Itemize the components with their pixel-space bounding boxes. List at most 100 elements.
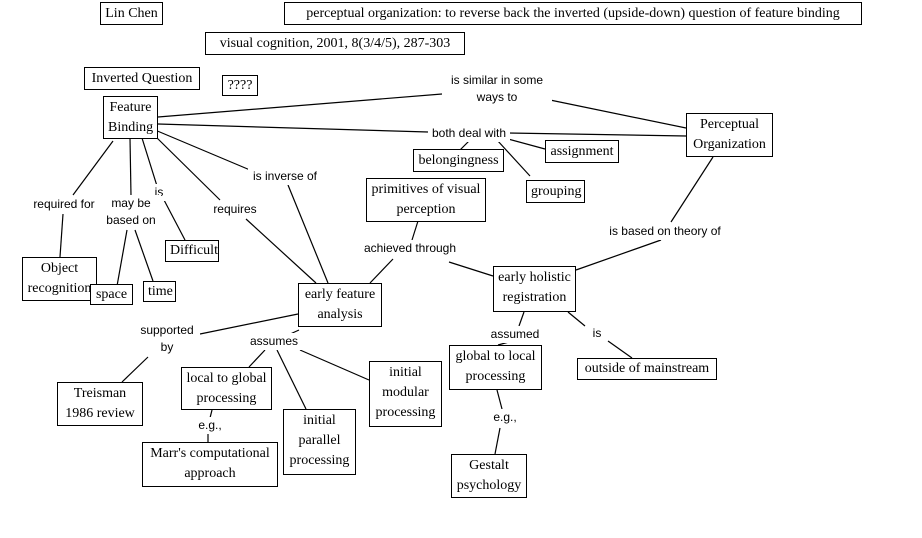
perceptual-organization-node[interactable]: Perceptual Organization	[686, 113, 773, 157]
link-label-is-based-on-theory: is based on theory of	[602, 223, 728, 240]
link-label-is-inverse-of: is inverse of	[248, 168, 322, 185]
time-text: time	[148, 284, 173, 299]
grouping-text: grouping	[531, 184, 582, 199]
link-label-eg-1: e.g.,	[193, 417, 227, 434]
link-label-eg-2: e.g.,	[488, 409, 522, 426]
link-label-both-deal-with-text: both deal with	[431, 126, 507, 140]
connector	[248, 349, 266, 368]
author-node[interactable]: Lin Chen	[100, 2, 163, 25]
space-node[interactable]: space	[90, 284, 133, 305]
connector	[154, 135, 221, 201]
difficult-node[interactable]: Difficult	[165, 240, 219, 262]
link-label-is-2: is	[588, 325, 606, 342]
perceptual-organization-line-1: Perceptual	[699, 117, 760, 132]
initial-modular-node[interactable]: initial modular processing	[369, 361, 442, 427]
initial-modular-line-2: modular	[382, 385, 429, 400]
belongingness-node[interactable]: belongingness	[413, 149, 504, 172]
link-label-both-deal-with: both deal with	[428, 125, 510, 142]
connector	[129, 137, 132, 197]
space-text: space	[95, 287, 128, 302]
initial-parallel-line-3: processing	[289, 453, 350, 468]
link-label-is-text: is	[154, 185, 164, 199]
early-holistic-registration-node[interactable]: early holistic registration	[493, 266, 576, 312]
connector	[157, 123, 429, 133]
link-label-achieved-through-text: achieved through	[363, 241, 457, 255]
connector	[299, 349, 370, 381]
connector	[121, 356, 149, 383]
connector	[518, 311, 525, 327]
connector	[448, 261, 494, 277]
initial-parallel-line-2: parallel	[298, 433, 341, 448]
connector	[670, 156, 714, 223]
link-label-supported-by: supported by	[134, 322, 200, 356]
primitives-line-2: perception	[396, 202, 456, 217]
link-label-may-be-based-on-line-1: may be	[111, 196, 151, 210]
title-text: perceptual organization: to reverse back…	[306, 6, 840, 21]
primitives-node[interactable]: primitives of visual perception	[366, 178, 486, 222]
link-label-achieved-through: achieved through	[358, 240, 462, 257]
connector	[59, 213, 64, 258]
citation-node[interactable]: visual cognition, 2001, 8(3/4/5), 287-30…	[205, 32, 465, 55]
inverted-question-text: Inverted Question	[91, 71, 193, 86]
connector	[287, 184, 329, 284]
early-feature-analysis-node[interactable]: early feature analysis	[298, 283, 382, 327]
marr-node[interactable]: Marr's computational approach	[142, 442, 278, 487]
link-label-may-be-based-on-line-2: based on	[106, 213, 156, 227]
initial-modular-line-1: initial	[389, 365, 422, 380]
gestalt-line-1: Gestalt	[469, 458, 509, 473]
gestalt-line-2: psychology	[456, 478, 522, 493]
gestalt-node[interactable]: Gestalt psychology	[451, 454, 527, 498]
connector	[116, 229, 128, 287]
initial-parallel-node[interactable]: initial parallel processing	[283, 409, 356, 475]
treisman-node[interactable]: Treisman 1986 review	[57, 382, 143, 426]
connector	[245, 218, 317, 284]
assignment-text: assignment	[550, 144, 614, 159]
time-node[interactable]: time	[143, 281, 176, 302]
inverted-question-node[interactable]: Inverted Question	[84, 67, 200, 90]
treisman-line-1: Treisman	[73, 386, 127, 401]
connector	[154, 129, 251, 171]
object-recognition-node[interactable]: Object recognition	[22, 257, 97, 301]
initial-parallel-line-1: initial	[303, 413, 336, 428]
feature-binding-node[interactable]: Feature Binding	[103, 96, 158, 139]
connector	[549, 99, 687, 129]
connector	[72, 140, 114, 196]
link-label-assumed-text: assumed	[490, 327, 540, 341]
connector	[496, 139, 531, 177]
link-label-is-2-text: is	[592, 326, 602, 340]
outside-mainstream-node[interactable]: outside of mainstream	[577, 358, 717, 380]
connector	[157, 93, 443, 118]
local-to-global-node[interactable]: local to global processing	[181, 367, 272, 410]
unknown-text: ????	[227, 78, 253, 93]
object-recognition-line-1: Object	[40, 261, 79, 276]
connector	[209, 409, 213, 419]
link-label-requires-text: requires	[213, 202, 257, 216]
outside-mainstream-text: outside of mainstream	[584, 361, 710, 376]
global-to-local-line-2: processing	[465, 369, 526, 384]
link-label-may-be-based-on: may be based on	[101, 195, 161, 229]
citation-text: visual cognition, 2001, 8(3/4/5), 287-30…	[219, 36, 451, 51]
assignment-node[interactable]: assignment	[545, 140, 619, 163]
link-label-requires: requires	[208, 201, 262, 218]
title-node[interactable]: perceptual organization: to reverse back…	[284, 2, 862, 25]
connector	[494, 427, 501, 455]
grouping-node[interactable]: grouping	[526, 180, 585, 203]
object-recognition-line-2: recognition	[27, 281, 92, 296]
global-to-local-node[interactable]: global to local processing	[449, 345, 542, 390]
connector	[134, 229, 154, 282]
unknown-node[interactable]: ????	[222, 75, 258, 96]
connector	[496, 389, 503, 410]
link-label-supported-by-line-1: supported	[140, 323, 194, 337]
link-label-eg-1-text: e.g.,	[198, 418, 222, 432]
early-feature-analysis-line-2: analysis	[317, 307, 363, 322]
belongingness-text: belongingness	[418, 153, 499, 168]
feature-binding-line-1: Feature	[109, 100, 152, 115]
link-label-assumes-text: assumes	[249, 334, 299, 348]
connector	[141, 137, 158, 187]
connector	[567, 311, 586, 327]
link-label-is-based-on-theory-text: is based on theory of	[609, 224, 721, 238]
link-label-assumed: assumed	[484, 326, 546, 343]
author-text: Lin Chen	[105, 6, 158, 21]
connector	[199, 313, 299, 335]
